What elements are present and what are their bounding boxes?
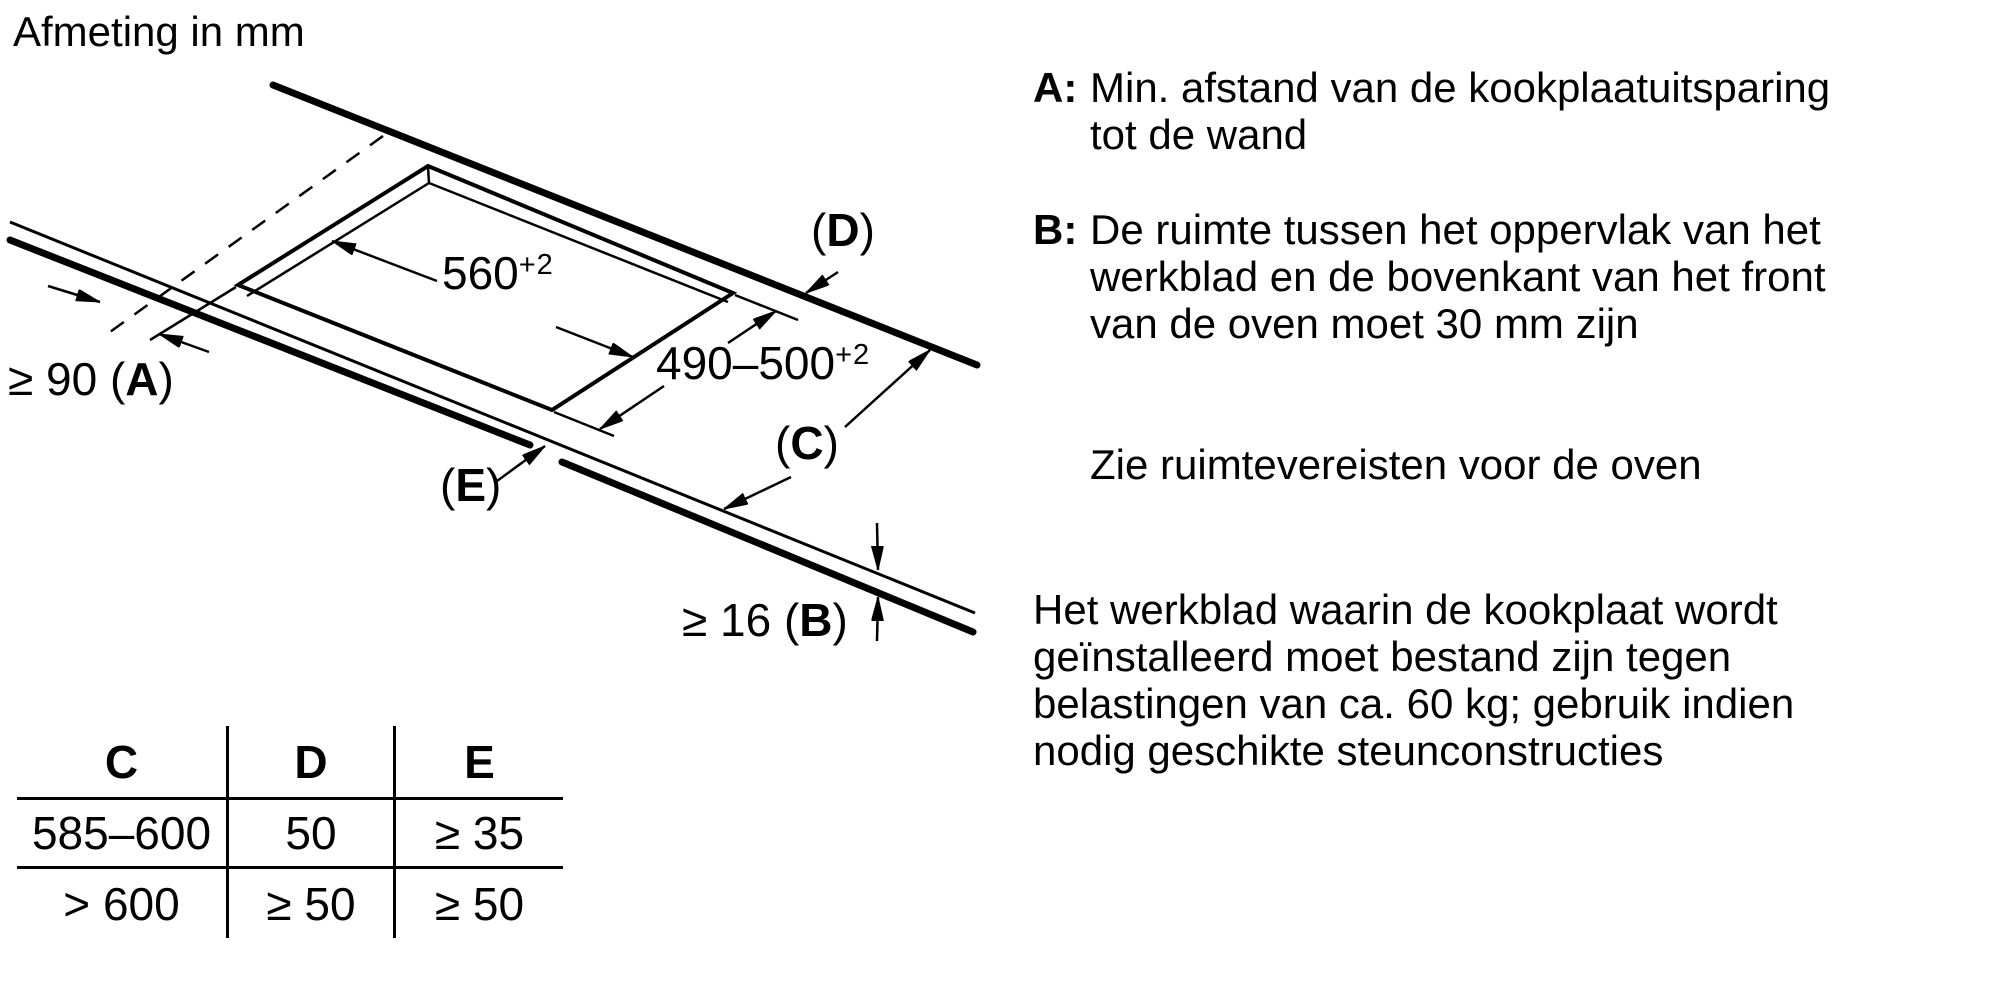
table-cell: > 600 (17, 869, 229, 938)
dim-b-arrow-bottom (877, 597, 878, 642)
dim-490-arrow-lower (599, 384, 665, 431)
extension-line-front (553, 410, 615, 438)
table-cell: ≥ 35 (396, 800, 563, 869)
dim-560-label: 560+2 (442, 247, 554, 299)
worktop-front-bottom-line (558, 458, 977, 636)
table-cell: 585–600 (17, 800, 229, 869)
label-e: (E) (440, 459, 502, 511)
wall-projection-dashed-line (109, 134, 384, 334)
load-requirement-text: Het werkblad waarin de kookplaat wordt g… (1033, 586, 1795, 774)
worktop-front-bottom-line (6, 236, 534, 449)
extension-line-back (734, 293, 799, 322)
oven-space-note: Zie ruimtevereisten voor de oven (1090, 441, 1702, 488)
page-title: Afmeting in mm (13, 8, 305, 55)
cutout-outline (233, 163, 738, 413)
table-cell: ≥ 50 (434, 877, 525, 930)
dim-a-arrow-outer (47, 284, 101, 304)
dim-560-tolerance: +2 (518, 249, 554, 281)
table-header-c: C (17, 726, 229, 800)
dim-490-tolerance: +2 (835, 339, 871, 371)
dim-490-arrow-upper (727, 309, 777, 345)
label-c: (C) (775, 417, 839, 469)
table-cell: ≥ 50 (229, 869, 396, 938)
extension-line-left (149, 285, 237, 342)
label-d-leader (805, 270, 839, 295)
table-header-e: E (396, 726, 563, 800)
cutout-inner-lip-right (428, 181, 729, 304)
cutout-inner-lip-left (246, 181, 430, 298)
label-e-leader (496, 444, 546, 483)
annotation-b-key: B: (1033, 206, 1078, 253)
dimension-table: C D E 585–600 50 ≥ 35 > 600 ≥ 50 ≥ 50 (17, 726, 563, 938)
dim-560-arrow-right (555, 325, 634, 359)
worktop-front-top-line (9, 220, 976, 615)
dim-b-arrow-top (877, 522, 878, 570)
label-d: (D) (811, 204, 875, 256)
dim-b-label: ≥ 16 (B) (682, 594, 848, 646)
label-c-leader-up (844, 349, 931, 428)
installation-diagram (6, 81, 981, 642)
wall-edge-line (269, 81, 981, 369)
label-c-leader-down (723, 475, 792, 511)
table-header-d: D (229, 726, 396, 800)
dim-a-arrow-inner (158, 332, 210, 354)
cutout-corner-tick (426, 166, 431, 184)
annotation-b-text: De ruimte tussen het oppervlak van het w… (1090, 206, 1826, 347)
annotation-a-key: A: (1033, 64, 1078, 111)
annotation-a-text: Min. afstand van de kookplaatuitsparing … (1090, 64, 1831, 158)
dim-490-label: 490–500+2 (656, 337, 871, 389)
table-cell: 50 (229, 800, 396, 869)
dim-a-label: ≥ 90 (A) (8, 353, 174, 405)
dim-560-arrow-left (331, 239, 438, 283)
